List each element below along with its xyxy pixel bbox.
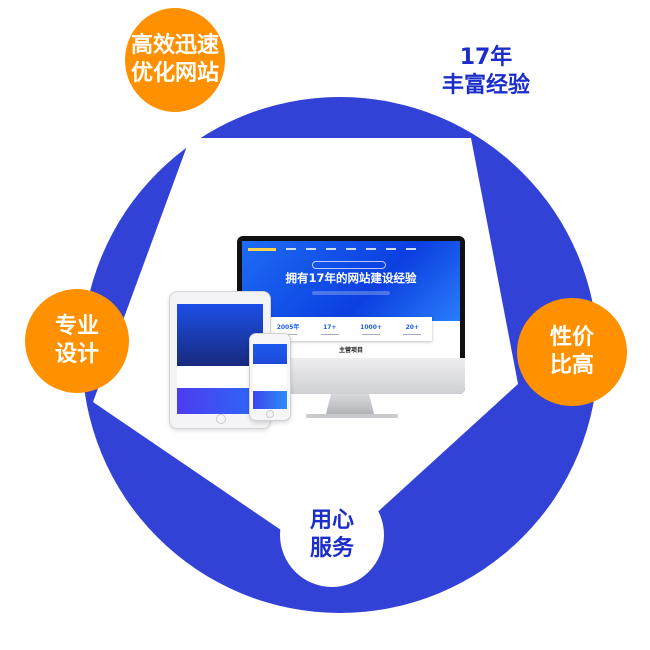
tablet-screen — [177, 304, 263, 414]
hero-subline — [312, 291, 390, 295]
bottom-cutout — [280, 483, 384, 587]
hero-banner: 拥有17年的网站建设经验 — [242, 241, 460, 321]
feature-text: 设计 — [54, 342, 99, 367]
feature-text: 性价 — [549, 325, 594, 350]
stats-bar: 2005年 17+ 1000+ 20+ — [266, 317, 432, 341]
site-nav — [248, 245, 454, 253]
feature-bubble-value: 性价 比高 — [517, 298, 627, 406]
feature-text: 高效迅速 — [130, 33, 219, 58]
feature-text: 优化网站 — [130, 61, 219, 86]
phone-mockup — [249, 333, 291, 421]
feature-bubble-design: 专业 设计 — [25, 289, 129, 393]
feature-bubble-fast-optimize: 高效迅速 优化网站 — [125, 8, 225, 112]
monitor-mockup: 拥有17年的网站建设经验 2005年 17+ 1000+ 20+ 主营项目 — [237, 236, 465, 394]
feature-experience: 17年 丰富经验 — [426, 44, 546, 100]
home-button-icon — [216, 414, 226, 424]
stat-item: 20+ — [403, 324, 422, 335]
feature-service: 用心 服务 — [282, 507, 382, 563]
monitor-screen: 拥有17年的网站建设经验 2005年 17+ 1000+ 20+ 主营项目 — [242, 241, 460, 358]
hero-headline: 拥有17年的网站建设经验 — [285, 271, 417, 285]
feature-text: 比高 — [549, 353, 594, 378]
phone-screen — [253, 344, 287, 409]
monitor-base — [306, 414, 398, 418]
feature-text: 丰富经验 — [441, 73, 530, 98]
feature-text: 专业 — [54, 314, 99, 339]
stat-item: 17+ — [320, 324, 339, 335]
stat-item: 1000+ — [360, 324, 382, 335]
feature-text: 17年 — [459, 45, 513, 70]
home-button-icon — [266, 410, 274, 418]
top-right-cutout — [436, 25, 536, 125]
tag-pill — [312, 261, 386, 269]
section-title: 主营项目 — [338, 347, 363, 354]
feature-text: 服务 — [309, 536, 354, 561]
feature-text: 用心 — [309, 508, 354, 533]
